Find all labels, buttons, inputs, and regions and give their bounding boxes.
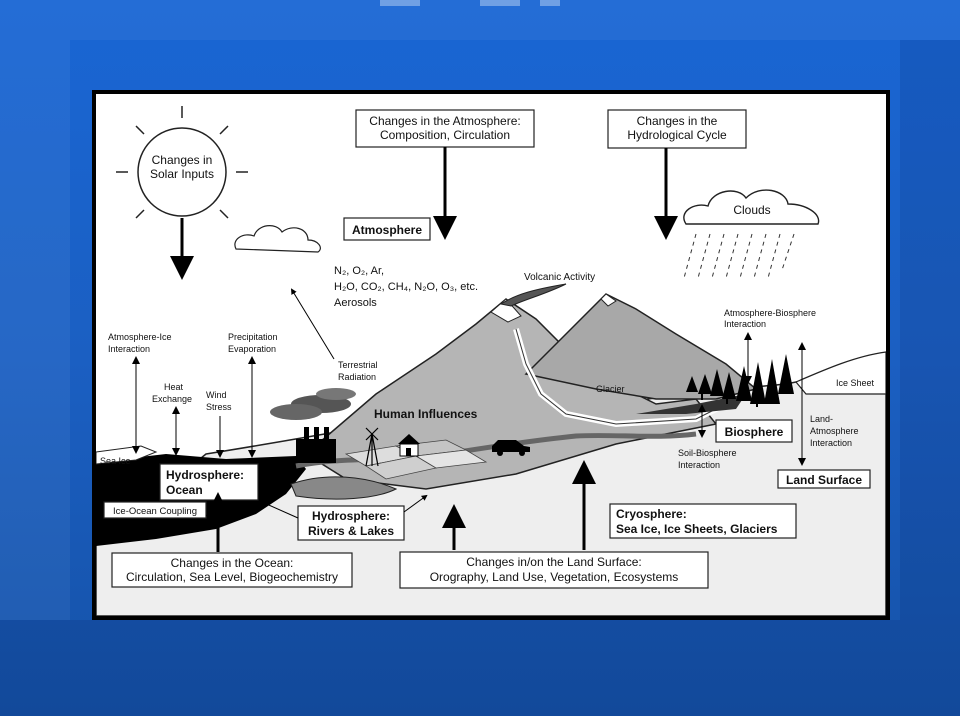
rain-cloud-icon — [683, 189, 820, 225]
heat-label-1: Heat — [164, 382, 184, 392]
land-surface-label: Land Surface — [786, 473, 862, 487]
bg-tile — [540, 0, 560, 6]
cryosphere-title: Cryosphere: — [616, 507, 687, 521]
ocean-changes-title: Changes in the Ocean: — [171, 556, 294, 570]
mountain-snow — [490, 293, 617, 323]
volcanic-plume — [499, 283, 567, 307]
terrestrial-label-1: Terrestrial — [338, 360, 378, 370]
land-changes-box — [399, 551, 709, 589]
bg-tile — [380, 0, 420, 6]
glacier-dark-edge — [636, 394, 746, 414]
ice-sheet-shape — [795, 351, 886, 395]
hydro-ocean-title: Hydrosphere: — [166, 468, 244, 482]
glacier-label: Glacier — [596, 384, 625, 394]
heat-label-2: Exchange — [152, 394, 192, 404]
bg-tile — [0, 620, 960, 716]
mountain-right — [524, 293, 758, 400]
wind-label-1: Wind — [206, 390, 227, 400]
atm-ice-label-2: Interaction — [108, 344, 150, 354]
climate-system-diagram: Changes in Solar Inputs Clouds Changes i… — [96, 94, 886, 616]
biosphere-box — [715, 419, 793, 443]
gases-line-1: N₂, O₂, Ar, — [334, 265, 384, 277]
precip-label-2: Evaporation — [228, 344, 276, 354]
soil-bio-label-1: Soil-Biosphere — [678, 448, 737, 458]
rivers-land-arrow — [403, 494, 428, 513]
land-surface-box — [777, 469, 871, 489]
lake — [290, 476, 398, 500]
bg-tile — [0, 0, 960, 40]
human-influences-label: Human Influences — [374, 407, 478, 421]
terrestrial-label-2: Radiation — [338, 372, 376, 382]
land-atm-label-3: Interaction — [810, 438, 852, 448]
bg-tile — [480, 0, 520, 6]
hydro-changes-detail: Hydrological Cycle — [627, 128, 727, 142]
land-atm-label-1: Land- — [810, 414, 833, 424]
fields — [344, 439, 488, 480]
atm-bio-label-1: Atmosphere-Biosphere — [724, 308, 816, 318]
bg-tile — [900, 40, 960, 620]
volcanic-label: Volcanic Activity — [524, 272, 595, 283]
biosphere-label: Biosphere — [725, 425, 784, 439]
diagram-svg: Changes in Solar Inputs Clouds Changes i… — [96, 106, 886, 616]
ice-sheet-label: Ice Sheet — [836, 378, 875, 388]
rain-lines — [683, 233, 795, 279]
house-icon — [398, 434, 420, 457]
atm-changes-box — [355, 109, 535, 148]
land-changes-title: Changes in/on the Land Surface: — [466, 555, 641, 569]
gases-line-3: Aerosols — [334, 297, 377, 309]
car-icon — [492, 440, 530, 456]
small-cloud-icon — [234, 225, 321, 253]
bg-tile — [0, 40, 70, 620]
solar-label-2: Solar Inputs — [150, 167, 214, 181]
sea-ice-label: Sea Ice — [100, 456, 131, 466]
soil-bio-label-2: Interaction — [678, 460, 720, 470]
clouds-label: Clouds — [733, 203, 770, 217]
rivers-ocean-arrow — [260, 500, 299, 519]
atm-changes-title: Changes in the Atmosphere: — [369, 114, 520, 128]
atmosphere-label: Atmosphere — [352, 223, 422, 237]
factory-icon — [270, 388, 356, 463]
hydro-ocean-detail: Ocean — [166, 483, 203, 497]
ocean-changes-detail: Circulation, Sea Level, Biogeochemistry — [126, 570, 338, 584]
terrestrial-arrow — [290, 288, 335, 360]
sun-icon — [116, 106, 248, 238]
hydro-rivers-title: Hydrosphere: — [312, 509, 390, 523]
wind-label-2: Stress — [206, 402, 232, 412]
land-changes-detail: Orography, Land Use, Vegetation, Ecosyst… — [430, 570, 679, 584]
ice-ocean-label: Ice-Ocean Coupling — [113, 506, 197, 517]
atmosphere-box — [343, 217, 431, 241]
hydro-changes-box — [607, 109, 747, 149]
precip-label-1: Precipitation — [228, 332, 278, 342]
gases-line-2: H₂O, CO₂, CH₄, N₂O, O₃, etc. — [334, 281, 478, 293]
cryosphere-detail: Sea Ice, Ice Sheets, Glaciers — [616, 522, 778, 536]
hydro-changes-title: Changes in the — [637, 114, 718, 128]
windmill-icon — [365, 427, 379, 467]
atm-changes-detail: Composition, Circulation — [380, 128, 510, 142]
cryosphere-box — [609, 503, 797, 539]
ocean-changes-box — [111, 552, 353, 588]
hydro-rivers-detail: Rivers & Lakes — [308, 524, 394, 538]
solar-label-1: Changes in — [152, 153, 213, 167]
hydro-rivers-box — [297, 505, 405, 541]
atm-ice-label-1: Atmosphere-Ice — [108, 332, 172, 342]
atm-bio-label-2: Interaction — [724, 319, 766, 329]
land-atm-label-2: Atmosphere — [810, 426, 859, 436]
